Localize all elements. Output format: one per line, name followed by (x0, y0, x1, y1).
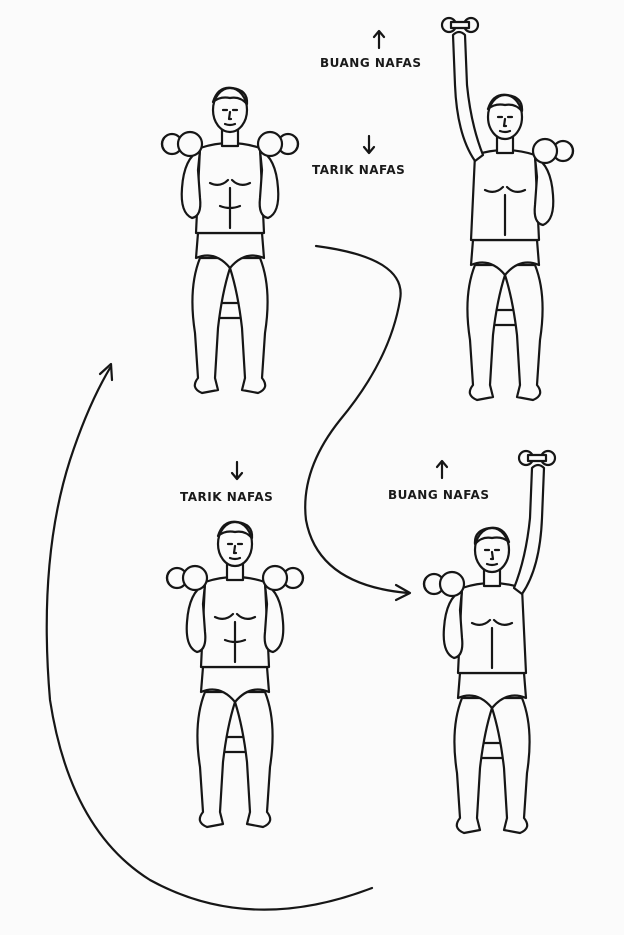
arrowhead-icon (98, 362, 114, 382)
flow-arrow (304, 244, 410, 595)
arrowhead-icon (394, 583, 412, 602)
figure-bottom-left (165, 520, 305, 829)
exhale-label-top: BUANG NAFAS (320, 56, 422, 70)
arrow-up-icon (372, 29, 386, 50)
return-arrow (45, 366, 374, 911)
figure-bottom-right (422, 449, 557, 835)
inhale-label-bottom: TARIK NAFAS (180, 490, 274, 504)
arrow-down-icon (362, 134, 376, 155)
inhale-label-top: TARIK NAFAS (312, 163, 406, 177)
figure-top-left (160, 86, 300, 395)
figure-top-right (440, 16, 575, 402)
arrow-up-icon (435, 459, 449, 480)
arrow-down-icon (230, 460, 244, 481)
exhale-label-bottom: BUANG NAFAS (388, 488, 490, 502)
